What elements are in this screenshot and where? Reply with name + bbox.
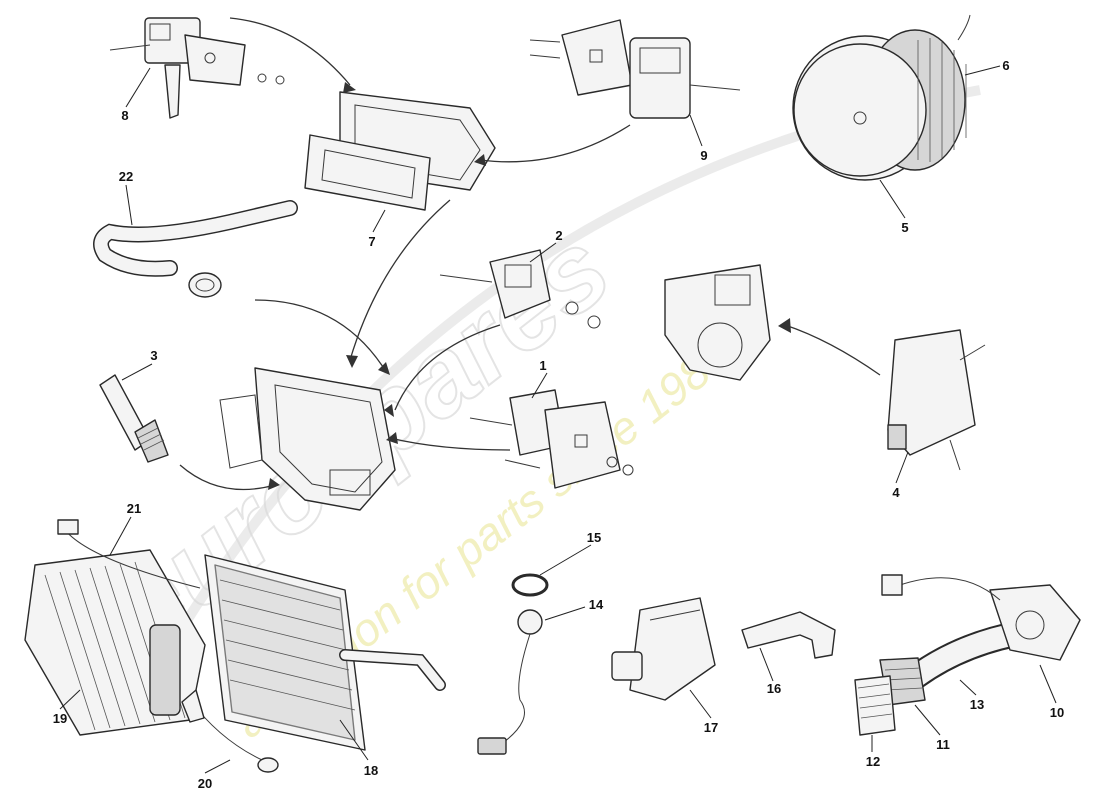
callout-11: 11 [936, 737, 950, 752]
callout-6: 6 [1002, 58, 1009, 73]
part-22-hose [93, 200, 298, 298]
part-17-valve [611, 597, 716, 701]
part-3-sensor-probe [99, 374, 169, 463]
callout-14: 14 [589, 597, 604, 612]
callout-8: 8 [121, 108, 128, 123]
part-7-housing-frame [304, 91, 496, 211]
part-blower-housing [664, 264, 771, 381]
arrow-3-to-box [179, 464, 276, 491]
part-18-evaporator [204, 554, 446, 751]
part-12-grille-cover [854, 675, 896, 736]
part-15-seal-ring [511, 573, 549, 597]
leader-lines [59, 65, 1057, 774]
callout-5: 5 [901, 220, 908, 235]
part-14-sensor-bulb [477, 609, 543, 755]
arrow-2-to-box [394, 324, 501, 411]
callout-4: 4 [892, 485, 900, 500]
callout-22: 22 [119, 169, 133, 184]
callout-1: 1 [539, 358, 546, 373]
part-9-actuator-plate [529, 19, 741, 119]
callout-19: 19 [53, 711, 67, 726]
flow-arrows [179, 17, 881, 491]
callout-7: 7 [368, 234, 375, 249]
callout-3: 3 [150, 348, 157, 363]
part-20-sensor-lead [181, 689, 279, 773]
callout-17: 17 [704, 720, 718, 735]
part-2-actuator [439, 249, 601, 329]
callouts: 1 2 3 4 5 6 7 8 9 10 11 12 13 14 15 16 1… [53, 58, 1064, 791]
arrow-9-to-7 [479, 124, 631, 163]
callout-18: 18 [364, 763, 378, 778]
arrow-hose-to-box [254, 299, 386, 371]
callout-12: 12 [866, 754, 880, 769]
callout-16: 16 [767, 681, 781, 696]
part-8-actuator-bracket [109, 17, 285, 119]
part-4-actuator [887, 329, 986, 471]
part-19-heater-matrix [24, 519, 206, 736]
callout-13: 13 [970, 697, 984, 712]
callout-15: 15 [587, 530, 601, 545]
arrow-1-to-box [389, 437, 511, 451]
callout-20: 20 [198, 776, 212, 791]
callout-21: 21 [127, 501, 141, 516]
part-16-bracket [741, 611, 836, 659]
arrow-4-to-housing [784, 324, 881, 376]
part-10-vent-assembly [881, 574, 1081, 661]
part-5-6-blower-motor [792, 14, 971, 181]
part-1-actuator-plate [469, 389, 634, 489]
callout-10: 10 [1050, 705, 1064, 720]
callout-9: 9 [700, 148, 707, 163]
callout-2: 2 [555, 228, 562, 243]
heater-box-assembly [219, 367, 396, 511]
arrow-8-to-7 [229, 17, 351, 86]
